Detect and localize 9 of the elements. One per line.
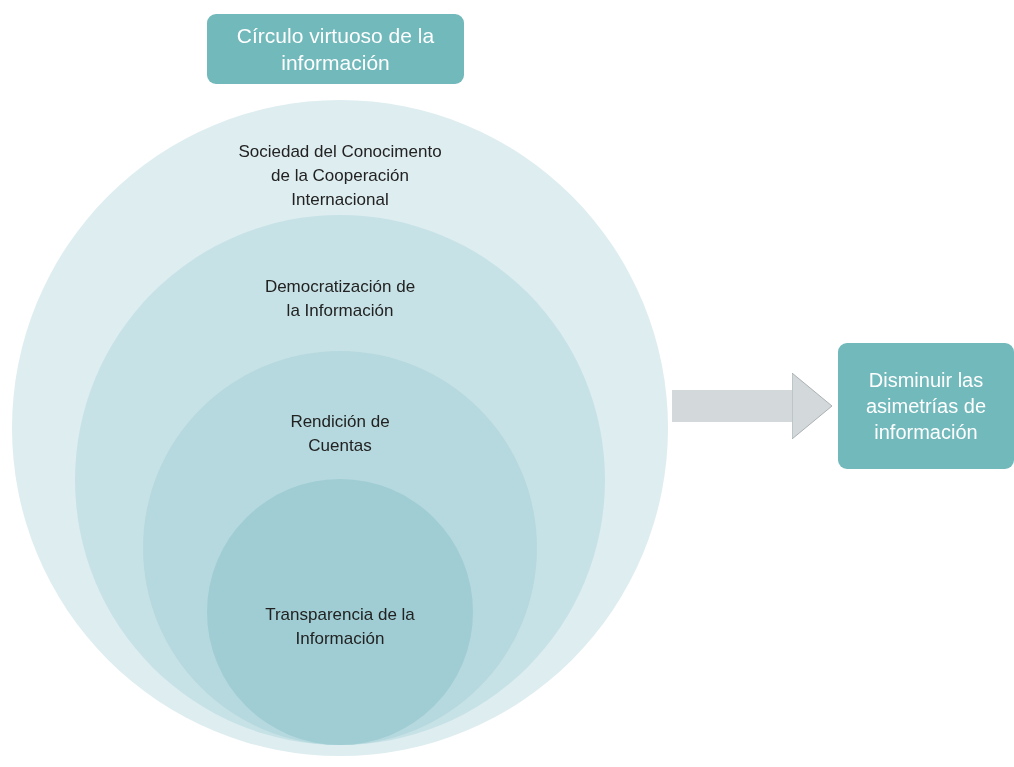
node-label: Transparencia de la Información: [264, 604, 416, 650]
node-label: Sociedad del Conocimento de la Cooperación Internacional: [237, 141, 443, 211]
node-label: Círculo virtuoso de la información: [235, 22, 436, 76]
node-label: Rendición de Cuentas: [290, 411, 390, 457]
node-label: Democratización de la Información: [263, 276, 417, 322]
node-label: Disminuir las asimetrías de información: [864, 368, 988, 445]
result-box: [838, 343, 1014, 469]
title-box: [207, 14, 464, 84]
block-arrow: [672, 372, 833, 440]
